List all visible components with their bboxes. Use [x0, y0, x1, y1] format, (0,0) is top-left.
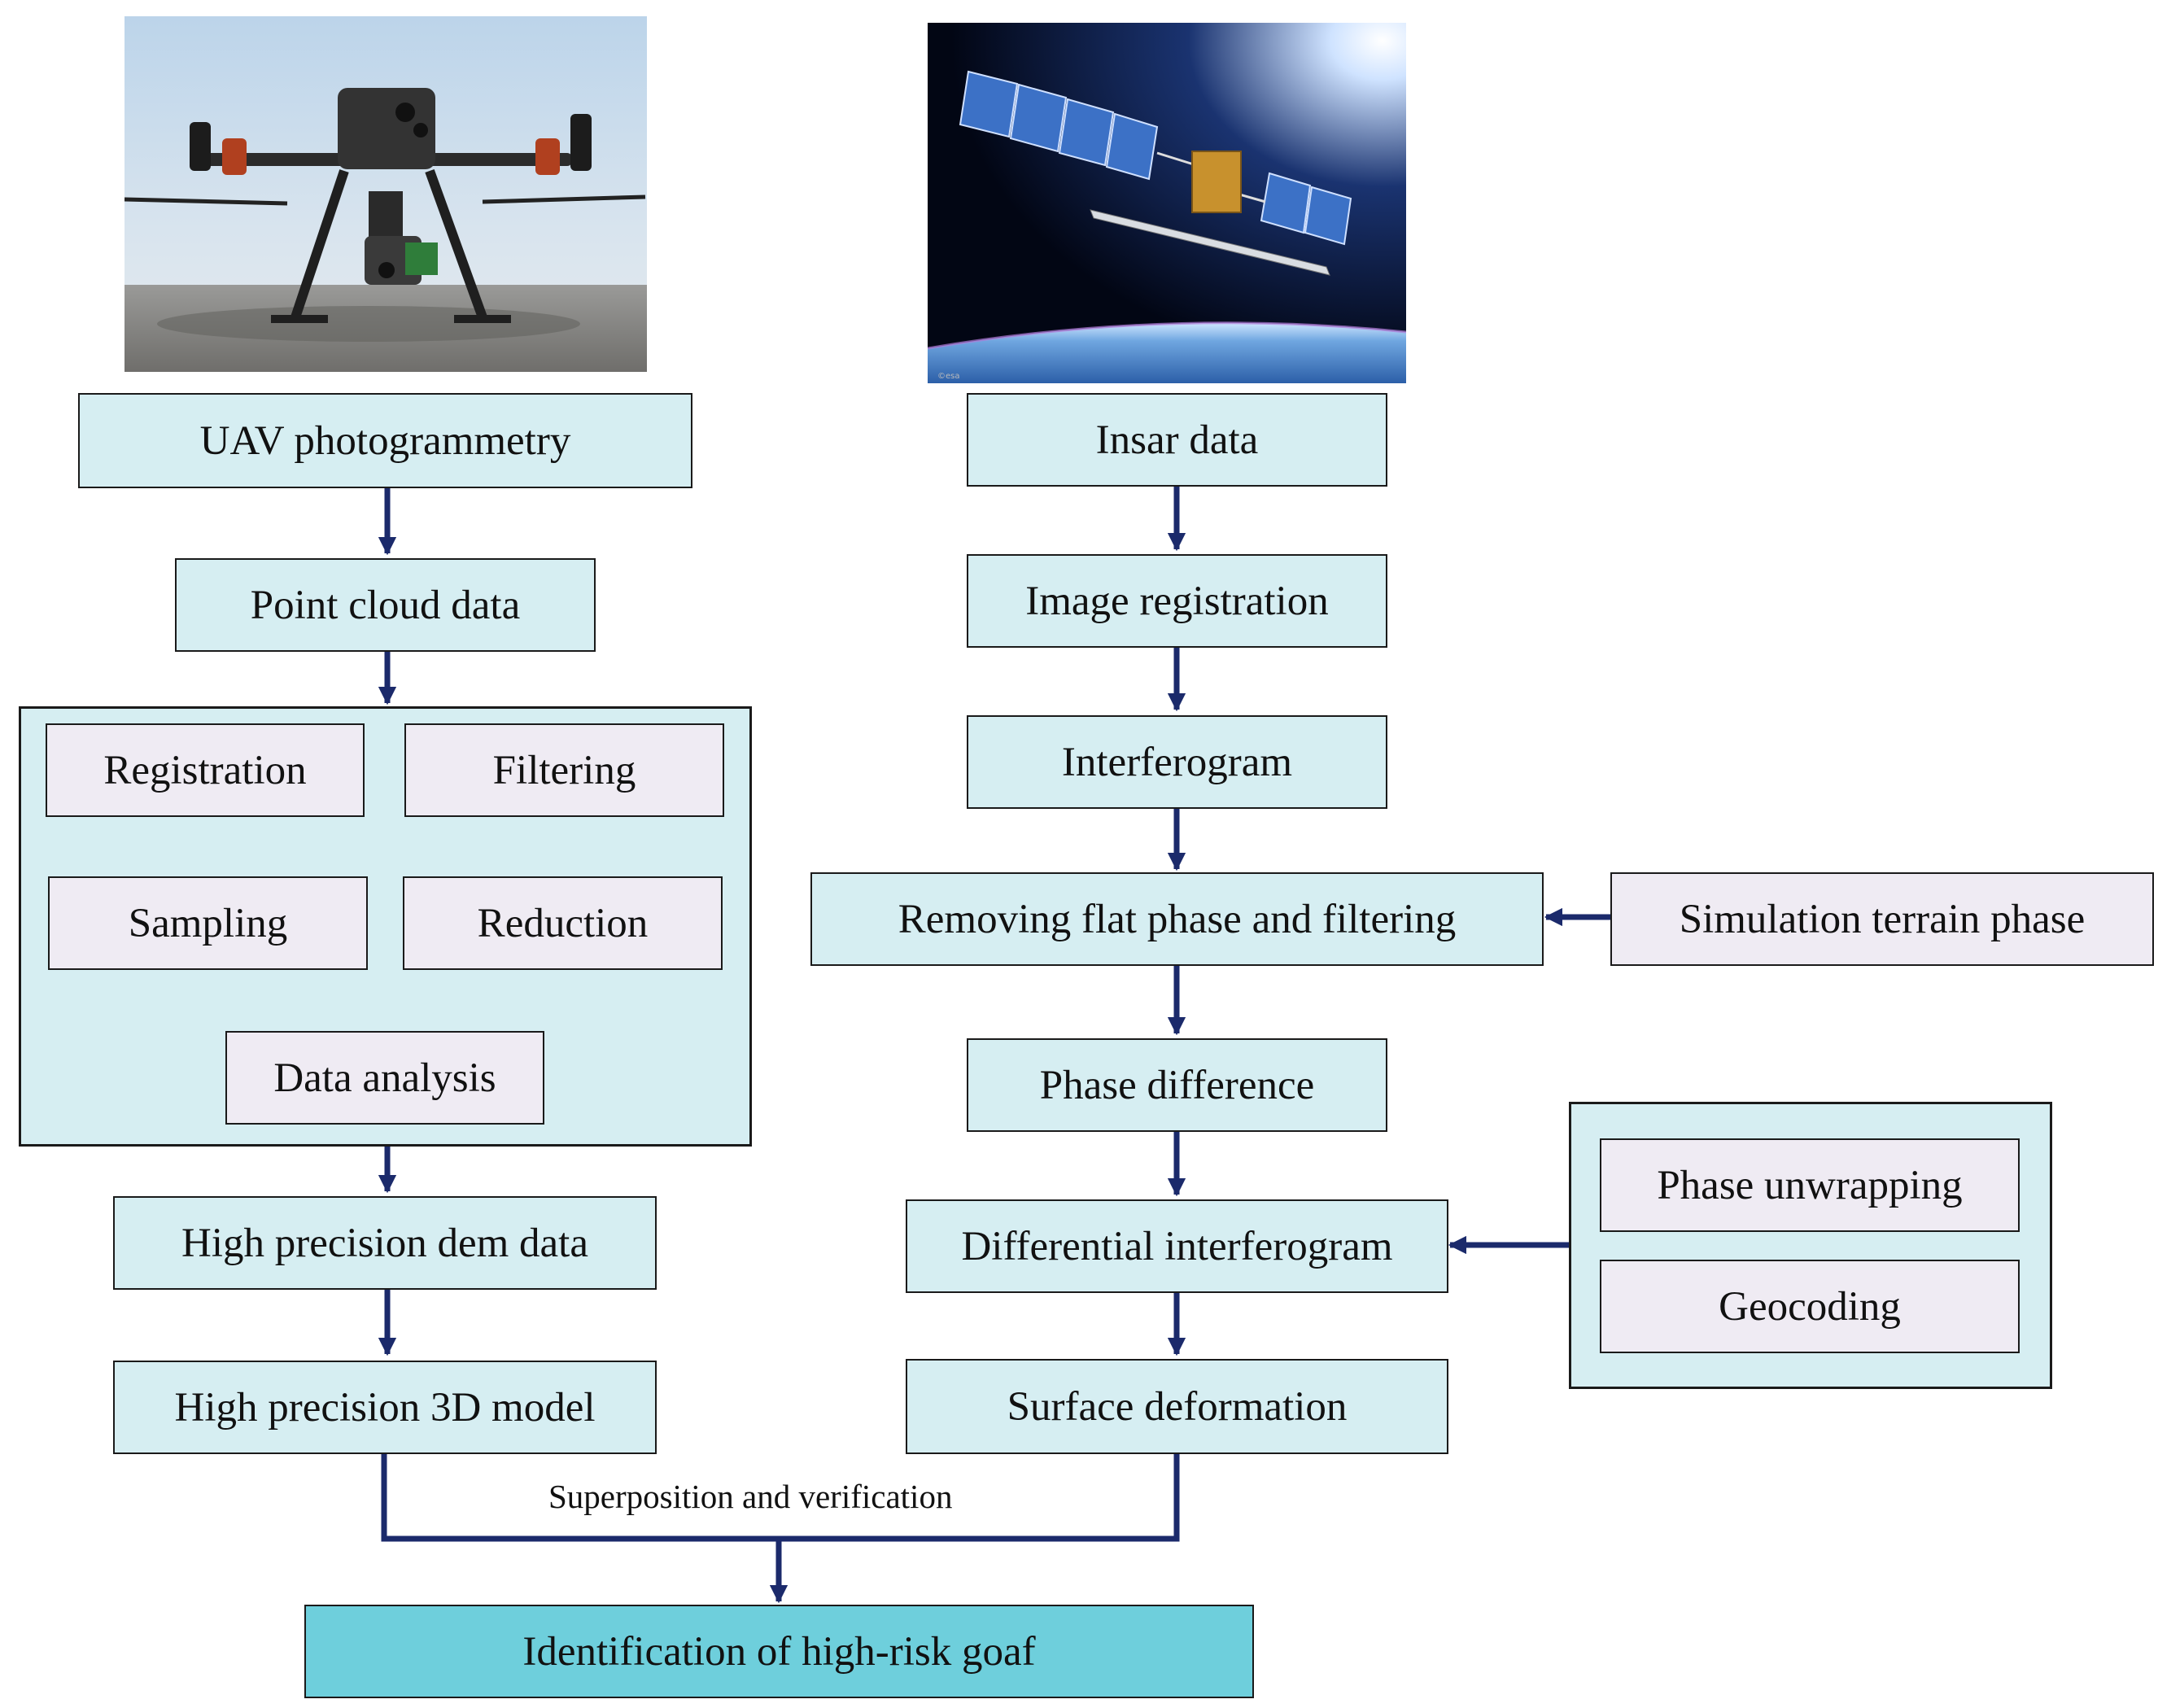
- interferogram-box: Interferogram: [967, 715, 1387, 809]
- image-registration-box: Image registration: [967, 554, 1387, 648]
- point-cloud-data-box: Point cloud data: [175, 558, 596, 652]
- data-analysis-box: Data analysis: [225, 1031, 544, 1125]
- phase-unwrapping-box: Phase unwrapping: [1600, 1138, 2020, 1232]
- differential-interferogram-box: Differential interferogram: [906, 1199, 1448, 1293]
- registration-box: Registration: [46, 723, 365, 817]
- identification-result-box: Identification of high-risk goaf: [304, 1605, 1254, 1698]
- satellite-photo: ©esa: [928, 23, 1406, 383]
- geocoding-box: Geocoding: [1600, 1260, 2020, 1353]
- surface-deformation-box: Surface deformation: [906, 1359, 1448, 1454]
- phase-difference-box: Phase difference: [967, 1038, 1387, 1132]
- insar-data-box: Insar data: [967, 393, 1387, 487]
- uav-photogrammetry-box: UAV photogrammetry: [78, 393, 692, 488]
- svg-text:©esa: ©esa: [937, 372, 960, 381]
- simulation-terrain-phase-box: Simulation terrain phase: [1610, 872, 2154, 966]
- filtering-box: Filtering: [404, 723, 724, 817]
- high-precision-3d-model-box: High precision 3D model: [113, 1361, 657, 1454]
- high-precision-dem-box: High precision dem data: [113, 1196, 657, 1290]
- sampling-box: Sampling: [48, 876, 368, 970]
- superposition-label: Superposition and verification: [548, 1478, 953, 1515]
- reduction-box: Reduction: [403, 876, 723, 970]
- uav-drone-photo: [124, 16, 647, 372]
- removing-flat-phase-box: Removing flat phase and filtering: [810, 872, 1544, 966]
